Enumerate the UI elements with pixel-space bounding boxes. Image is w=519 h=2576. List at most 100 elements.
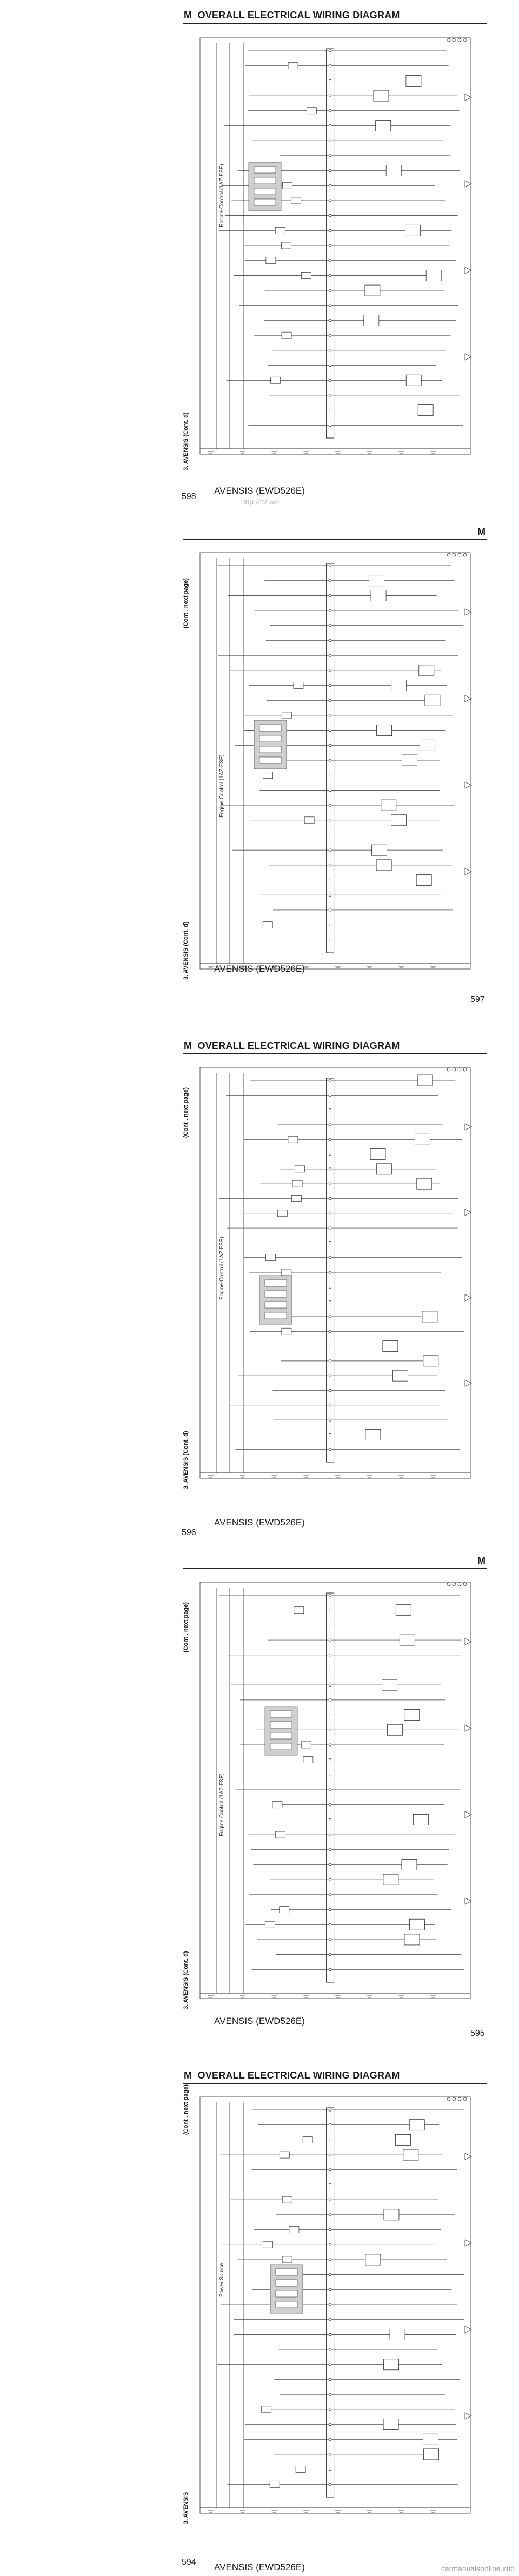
terminal-pin — [328, 2422, 332, 2426]
page-number: 597 — [470, 995, 485, 1004]
continuation-arrow — [464, 267, 472, 274]
terminal-pin — [328, 1344, 332, 1348]
terminal-pin — [328, 1923, 332, 1926]
diagram-frame — [199, 37, 471, 455]
terminal-pin — [328, 2243, 332, 2246]
ecu-connector-block — [326, 563, 335, 953]
connector-block — [294, 1606, 304, 1614]
terminal-pin — [328, 214, 332, 217]
connector-block — [281, 1269, 292, 1276]
connector-block — [281, 331, 292, 339]
connector-block — [265, 257, 276, 264]
terminal-pin — [328, 423, 332, 427]
wiring-diagram-596 — [199, 1067, 472, 1479]
component-box — [381, 799, 397, 811]
terminal-pin — [328, 154, 332, 157]
terminal-pin — [328, 1953, 332, 1956]
component-box — [405, 75, 422, 87]
terminal-pin — [328, 1330, 332, 1333]
header-rule — [183, 1053, 487, 1054]
terminal-pin — [328, 1893, 332, 1896]
component-box — [383, 2419, 399, 2430]
footer-model: AVENSIS (EWD526E) — [214, 486, 305, 496]
connector-block — [279, 2151, 290, 2159]
component-box — [363, 315, 380, 326]
connector-block — [281, 1327, 292, 1335]
connector-block — [270, 376, 281, 384]
terminal-pin — [328, 1108, 332, 1112]
terminal-pin — [328, 259, 332, 262]
continuation-arrow — [464, 353, 472, 361]
terminal-pin — [328, 1197, 332, 1200]
feed-terminal — [452, 38, 456, 42]
terminal-pin — [328, 1668, 332, 1672]
feed-terminal — [463, 1582, 467, 1586]
terminal-pin — [328, 1788, 332, 1791]
continuation-arrow — [464, 868, 472, 875]
connector-block — [277, 1210, 288, 1217]
terminal-pin — [328, 318, 332, 322]
fuse-element — [264, 1312, 287, 1319]
terminal-pin — [328, 1404, 332, 1407]
diagram-frame — [199, 1067, 471, 1479]
terminal-pin — [328, 1374, 332, 1377]
component-box — [422, 1311, 438, 1323]
terminal-pin — [328, 2453, 332, 2456]
terminal-pin — [328, 624, 332, 627]
connector-block — [282, 2256, 292, 2263]
terminal-pin — [328, 1079, 332, 1082]
diagram-frame — [199, 1582, 471, 1999]
wiring-diagram-598 — [199, 37, 472, 455]
terminal-pin — [328, 1773, 332, 1776]
terminal-pin — [328, 1803, 332, 1807]
terminal-pin — [328, 2123, 332, 2127]
terminal-pin — [328, 2288, 332, 2291]
feed-terminal — [463, 2097, 467, 2101]
terminal-pin — [328, 1938, 332, 1941]
component-box — [399, 1634, 415, 1646]
fuse-element — [259, 735, 282, 742]
wiring-page-594: M OVERALL ELECTRICAL WIRING DIAGRAM 3. A… — [0, 2059, 519, 2576]
terminal-pin — [328, 334, 332, 337]
component-box — [383, 2359, 399, 2371]
fuse-element — [254, 198, 276, 206]
terminal-pin — [328, 1728, 332, 1731]
wiring-diagram-597 — [199, 552, 472, 970]
terminal-pin — [328, 2363, 332, 2366]
component-box — [417, 404, 434, 416]
connector-block — [295, 1165, 305, 1173]
fuse-element — [270, 1732, 292, 1740]
terminal-pin — [328, 2378, 332, 2381]
terminal-pin — [328, 124, 332, 128]
component-box — [412, 1814, 429, 1825]
fuse-element — [275, 2279, 298, 2287]
terminal-pin — [328, 49, 332, 52]
terminal-pin — [328, 1226, 332, 1230]
terminal-pin — [328, 1433, 332, 1436]
terminal-pin — [328, 1212, 332, 1215]
terminal-pin — [328, 579, 332, 582]
component-box — [383, 2209, 400, 2221]
diagram-frame — [199, 552, 471, 970]
connector-block — [291, 1195, 302, 1202]
terminal-pin — [328, 1758, 332, 1762]
continuation-arrow — [464, 1811, 472, 1818]
component-box — [369, 575, 384, 587]
feed-terminal — [452, 553, 456, 557]
terminal-pin — [328, 774, 332, 777]
component-box — [376, 1163, 392, 1175]
terminal-pin — [328, 229, 332, 232]
fuse-element — [275, 2290, 298, 2298]
feed-terminal — [457, 1582, 462, 1586]
component-box — [417, 1074, 433, 1086]
header-rule — [183, 2083, 487, 2084]
component-box — [415, 1133, 430, 1145]
component-box — [405, 374, 422, 386]
connector-block — [269, 2480, 280, 2488]
continuation-arrow — [464, 781, 472, 789]
feed-terminal — [447, 1067, 451, 1072]
component-box — [391, 814, 407, 826]
connector-block — [288, 1136, 298, 1143]
terminal-pin — [328, 349, 332, 352]
feed-terminal — [457, 38, 462, 42]
